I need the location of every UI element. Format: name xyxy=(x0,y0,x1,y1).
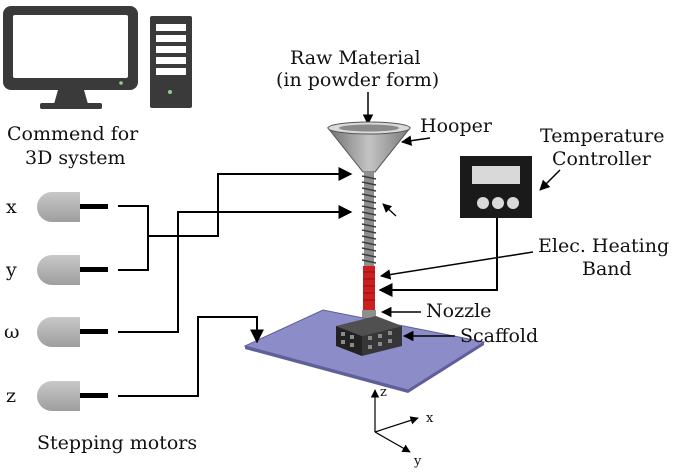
stepper-motor-x xyxy=(37,192,108,222)
hopper-arrow xyxy=(400,135,431,146)
scaffold-label: Scaffold xyxy=(460,325,538,347)
scaffold-block xyxy=(336,316,402,356)
motor-wiring xyxy=(118,167,353,397)
motor-axis-label-omega: ω xyxy=(4,321,20,343)
temperature-controller-label-line2: Controller xyxy=(552,148,652,170)
barrel-rotation-arrow xyxy=(382,203,397,217)
computer-icon xyxy=(3,6,192,109)
computer-caption-line1: Commend for xyxy=(7,123,139,145)
hopper-label: Hooper xyxy=(420,115,493,137)
temperature-controller-unit xyxy=(460,156,532,218)
heating-band-arrow xyxy=(379,251,534,280)
controller-to-heater-wire xyxy=(378,218,498,297)
coordinate-axis-x: x xyxy=(426,411,434,426)
temperature-controller-label-line1: Temperature xyxy=(540,125,664,147)
nozzle-label: Nozzle xyxy=(426,300,491,322)
motor-axis-label-z: z xyxy=(6,385,16,407)
stepper-motor-z xyxy=(37,381,108,411)
heating-band xyxy=(363,266,375,310)
stepper-motor-y xyxy=(37,255,108,285)
build-platform-edge xyxy=(245,342,484,393)
raw-material-label-line2: (in powder form) xyxy=(276,69,439,91)
motor-axis-label-x: x xyxy=(6,196,17,218)
screw-barrel xyxy=(361,172,377,266)
computer-caption-line2: 3D system xyxy=(25,147,126,169)
stepping-motors-caption: Stepping motors xyxy=(37,432,197,454)
heating-band-label-line1: Elec. Heating xyxy=(538,235,669,257)
motor-axis-label-y: y xyxy=(5,259,17,281)
stepper-motor-omega xyxy=(37,317,108,347)
coordinate-axis-y: y xyxy=(413,454,422,469)
hopper-funnel xyxy=(326,121,412,173)
heating-band-label-line2: Band xyxy=(582,258,632,280)
raw-material-label-line1: Raw Material xyxy=(290,47,421,69)
coordinate-axis-z: z xyxy=(380,385,387,400)
coordinate-frame xyxy=(370,389,419,453)
temperature-controller-arrow xyxy=(539,169,561,191)
